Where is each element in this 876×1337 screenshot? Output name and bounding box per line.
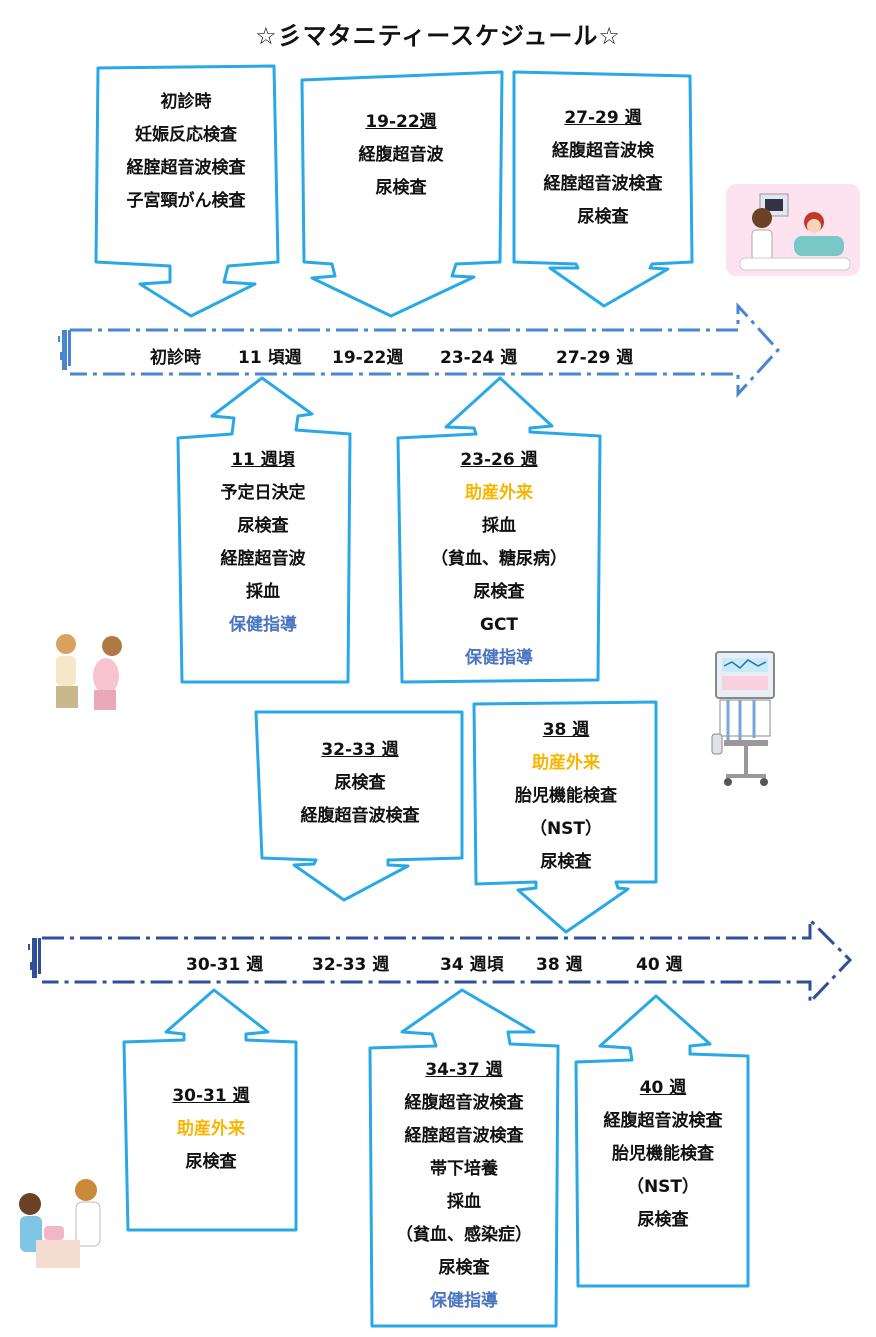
ultrasound-illustration xyxy=(726,184,860,276)
timeline1-label-23-24w: 23-24 週 xyxy=(440,343,517,368)
timeline2-label-34w: 34 週頃 xyxy=(440,950,504,975)
w34-37-line: 尿検査 xyxy=(372,1252,556,1285)
w38-line: （NST） xyxy=(476,813,656,846)
timeline1-label-first-visit: 初診時 xyxy=(150,343,201,368)
w23-26-line: 採血 xyxy=(400,510,598,543)
blood-draw-illustration xyxy=(19,1179,100,1268)
box-w27-29: 27-29 週 経腹超音波検 経腟超音波検査 尿検査 xyxy=(514,102,692,234)
w30-31-heading: 30-31 週 xyxy=(126,1080,296,1113)
box-first-visit: 初診時 妊娠反応検査 経腟超音波検査 子宮頸がん検査 xyxy=(98,86,274,218)
timeline2-label-38w: 38 週 xyxy=(536,950,583,975)
first-visit-line: 妊娠反応検査 xyxy=(98,119,274,152)
w34-37-line: 帯下培養 xyxy=(372,1153,556,1186)
w23-26-line: 尿検査 xyxy=(400,576,598,609)
first-visit-line: 経腟超音波検査 xyxy=(98,152,274,185)
w23-26-heading: 23-26 週 xyxy=(400,444,598,477)
timeline2-label-32-33w: 32-33 週 xyxy=(312,950,389,975)
box-w30-31: 30-31 週 助産外来 尿検査 xyxy=(126,1080,296,1179)
w32-33-line: 経腹超音波検査 xyxy=(258,800,462,833)
w34-37-heading: 34-37 週 xyxy=(372,1054,556,1087)
w40-line: 経腹超音波検査 xyxy=(578,1105,748,1138)
box-w19-22: 19-22週 経腹超音波 尿検査 xyxy=(302,106,500,205)
w30-31-midwife-clinic: 助産外来 xyxy=(126,1113,296,1146)
w34-37-line: 採血 xyxy=(372,1186,556,1219)
w27-29-line: 経腟超音波検査 xyxy=(514,168,692,201)
box-w23-26: 23-26 週 助産外来 採血 （貧血、糖尿病） 尿検査 GCT 保健指導 xyxy=(400,444,598,675)
box-w34-37: 34-37 週 経腹超音波検査 経腟超音波検査 帯下培養 採血 （貧血、感染症）… xyxy=(372,1054,556,1318)
w32-33-heading: 32-33 週 xyxy=(258,734,462,767)
w11-health-guidance: 保健指導 xyxy=(180,609,346,642)
timeline2-label-40w: 40 週 xyxy=(636,950,683,975)
timeline1-label-19-22w: 19-22週 xyxy=(332,343,403,368)
w27-29-heading: 27-29 週 xyxy=(514,102,692,135)
w11-line: 尿検査 xyxy=(180,510,346,543)
w23-26-line: （貧血、糖尿病） xyxy=(400,543,598,576)
page-title: ☆彡マタニティースケジュール☆ xyxy=(0,16,876,51)
w34-37-health-guidance: 保健指導 xyxy=(372,1285,556,1318)
w19-22-line: 経腹超音波 xyxy=(302,139,500,172)
timeline1-label-11w: 11 頃週 xyxy=(238,343,302,368)
w19-22-line: 尿検査 xyxy=(302,172,500,205)
timeline2-label-30-31w: 30-31 週 xyxy=(186,950,263,975)
w30-31-line: 尿検査 xyxy=(126,1146,296,1179)
consultation-illustration xyxy=(56,634,122,710)
w23-26-midwife-clinic: 助産外来 xyxy=(400,477,598,510)
w11-line: 採血 xyxy=(180,576,346,609)
w23-26-line: GCT xyxy=(400,609,598,642)
w38-line: 胎児機能検査 xyxy=(476,780,656,813)
box-w11: 11 週頃 予定日決定 尿検査 経腟超音波 採血 保健指導 xyxy=(180,444,346,642)
w40-line: 胎児機能検査 xyxy=(578,1138,748,1171)
w11-line: 予定日決定 xyxy=(180,477,346,510)
timeline1-label-27-29w: 27-29 週 xyxy=(556,343,633,368)
box-w40: 40 週 経腹超音波検査 胎児機能検査 （NST） 尿検査 xyxy=(578,1072,748,1237)
w40-heading: 40 週 xyxy=(578,1072,748,1105)
w11-heading: 11 週頃 xyxy=(180,444,346,477)
w34-37-line: （貧血、感染症） xyxy=(372,1219,556,1252)
box-w38: 38 週 助産外来 胎児機能検査 （NST） 尿検査 xyxy=(476,714,656,879)
w27-29-line: 尿検査 xyxy=(514,201,692,234)
w40-line: 尿検査 xyxy=(578,1204,748,1237)
w19-22-heading: 19-22週 xyxy=(302,106,500,139)
w34-37-line: 経腹超音波検査 xyxy=(372,1087,556,1120)
fetal-monitor-illustration xyxy=(712,652,774,786)
w11-line: 経腟超音波 xyxy=(180,543,346,576)
w38-midwife-clinic: 助産外来 xyxy=(476,747,656,780)
w40-line: （NST） xyxy=(578,1171,748,1204)
box-w32-33: 32-33 週 尿検査 経腹超音波検査 xyxy=(258,734,462,833)
first-visit-heading: 初診時 xyxy=(98,86,274,119)
w38-heading: 38 週 xyxy=(476,714,656,747)
w27-29-line: 経腹超音波検 xyxy=(514,135,692,168)
w32-33-line: 尿検査 xyxy=(258,767,462,800)
w23-26-health-guidance: 保健指導 xyxy=(400,642,598,675)
w34-37-line: 経腟超音波検査 xyxy=(372,1120,556,1153)
first-visit-line: 子宮頸がん検査 xyxy=(98,185,274,218)
w38-line: 尿検査 xyxy=(476,846,656,879)
